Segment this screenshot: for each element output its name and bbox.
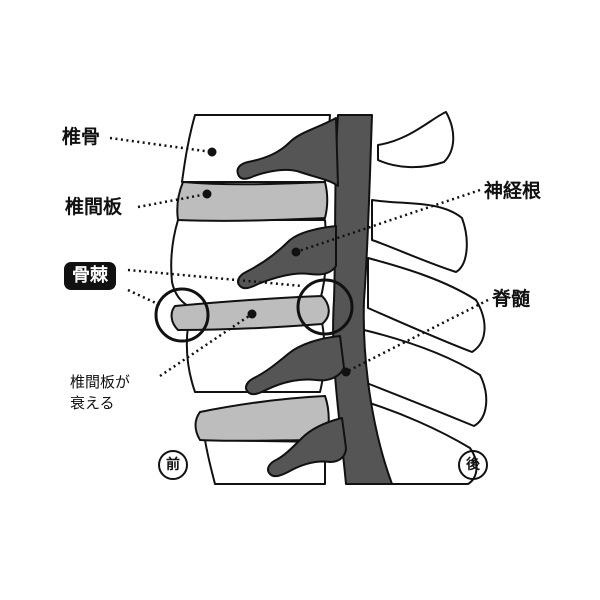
leader-osteophyte-1 <box>127 288 161 307</box>
leader-degeneration <box>159 312 253 378</box>
label-degeneration-2: 衰える <box>70 394 115 412</box>
nerve-root-3 <box>245 335 345 396</box>
spinous-process-5 <box>359 399 478 485</box>
osteophyte-circles <box>154 278 354 343</box>
spinous-processes <box>359 111 488 485</box>
spinous-process-4 <box>363 329 488 427</box>
osteophyte-circle-posterior <box>296 278 354 336</box>
label-nerve-root: 神経根 <box>484 180 542 202</box>
nerve-root-1 <box>236 117 339 187</box>
label-spinal-cord: 脊髄 <box>492 288 531 310</box>
leader-spinal-cord <box>345 298 489 374</box>
leader-lines <box>109 136 489 378</box>
disc-1 <box>176 181 329 222</box>
spinous-process-3 <box>367 257 486 353</box>
nerve-root-2 <box>237 225 337 290</box>
label-posterior: 後 <box>458 450 488 480</box>
dot-degeneration <box>247 309 257 319</box>
dot-vertebra <box>207 147 217 157</box>
spinous-process-2 <box>371 199 468 273</box>
label-disc: 椎間板 <box>65 196 123 218</box>
spinous-process-1 <box>377 111 455 169</box>
leader-osteophyte-2 <box>127 268 303 288</box>
leader-disc <box>137 192 208 209</box>
nerve-root-4 <box>267 417 347 478</box>
label-osteophyte: 骨棘 <box>64 262 116 290</box>
nerve-roots <box>236 117 347 478</box>
leader-vertebra <box>109 136 213 154</box>
dot-nerve-root <box>291 247 301 257</box>
osteophyte-circle-anterior <box>154 287 210 343</box>
leader-dots <box>202 147 351 377</box>
label-degeneration-1: 椎間板が <box>70 373 131 391</box>
dot-disc <box>202 189 212 199</box>
dot-spinal-cord <box>341 367 351 377</box>
label-anterior: 前 <box>158 450 188 480</box>
label-vertebra: 椎骨 <box>62 126 101 148</box>
